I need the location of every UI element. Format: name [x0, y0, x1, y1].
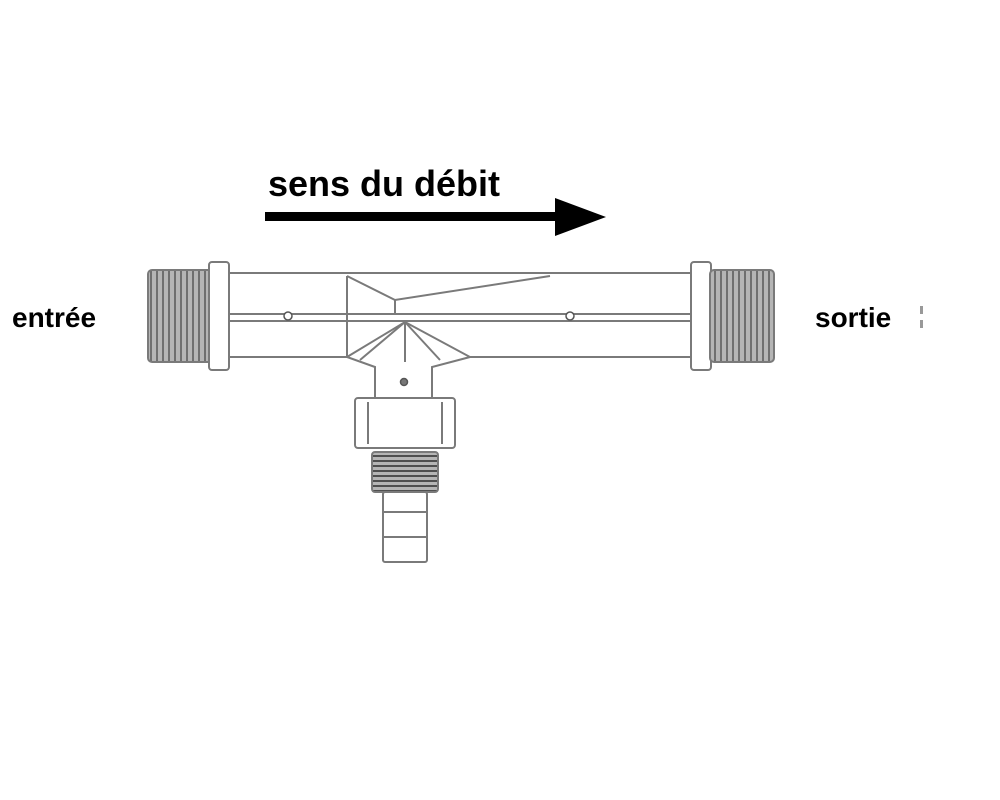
flow-direction-arrow — [265, 198, 606, 236]
pipe-screw-left — [283, 311, 293, 321]
port-screw — [399, 377, 409, 387]
pipe-screw-right — [565, 311, 575, 321]
suction-nut — [354, 397, 456, 449]
suction-thread — [371, 451, 439, 493]
outlet-thread — [709, 269, 775, 363]
suction-port-housing — [344, 320, 473, 401]
inlet-thread — [147, 269, 213, 363]
hose-barb — [382, 491, 428, 563]
inlet-label: entrée — [12, 302, 97, 333]
outlet-flange — [690, 261, 712, 371]
inlet-flange — [208, 261, 230, 371]
edge-mark — [920, 306, 923, 328]
outlet-label: sortie — [815, 302, 892, 333]
flow-direction-label: sens du débit — [268, 163, 501, 204]
